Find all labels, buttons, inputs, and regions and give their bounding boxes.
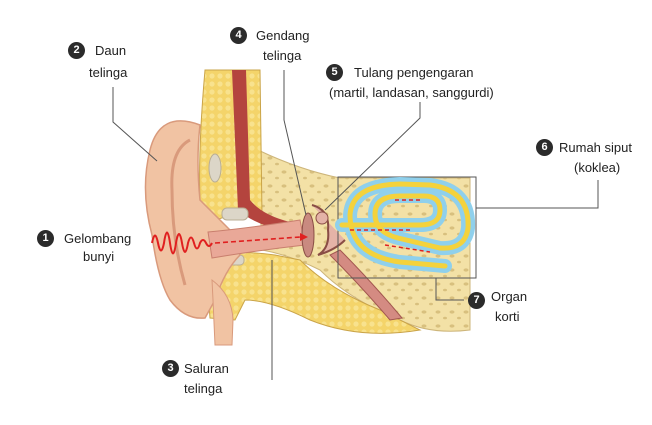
leader-lines xyxy=(112,70,599,380)
lower-tissue xyxy=(204,252,422,334)
label-line1: Gelombang xyxy=(64,231,132,246)
number-badge: 4 xyxy=(230,27,247,44)
label-line1: Daun xyxy=(95,43,127,58)
pinna-fold xyxy=(170,138,191,286)
bone-chip xyxy=(208,153,222,183)
arrow-head xyxy=(300,233,308,241)
bone-chip xyxy=(221,207,249,221)
cochlea-membrane xyxy=(339,181,471,269)
label-line2: telinga xyxy=(89,65,128,80)
number-badge: 6 xyxy=(536,139,553,156)
label-line1: Saluran xyxy=(184,361,229,376)
number-badge: 2 xyxy=(68,42,85,59)
number-badge: 5 xyxy=(326,64,343,81)
label-line2: (martil, landasan, sanggurdi) xyxy=(329,85,494,100)
leader-line-tulang xyxy=(324,102,421,211)
leader-line-gendang xyxy=(283,70,307,216)
label-line2: telinga xyxy=(263,48,302,63)
label-line1: Organ xyxy=(491,289,528,304)
leader-line-organ xyxy=(435,278,464,301)
cochlea-flow-arrows xyxy=(350,199,431,253)
number-badge: 3 xyxy=(162,360,179,377)
label-line1: Tulang pengengaran xyxy=(354,65,474,80)
neck-skin xyxy=(211,278,234,346)
label-line2: bunyi xyxy=(83,249,115,264)
pinna xyxy=(144,120,241,319)
label-line1: Gendang xyxy=(256,28,310,43)
blood-vessel xyxy=(232,70,290,232)
eustachian-tube xyxy=(329,249,403,321)
upper-tissue xyxy=(199,69,263,221)
label-line2: telinga xyxy=(184,381,223,396)
sound-wave xyxy=(151,231,213,255)
label-line1: Rumah siput xyxy=(559,140,632,155)
label-line2: (koklea) xyxy=(574,160,621,175)
label-line2: korti xyxy=(495,309,520,324)
number-badge: 7 xyxy=(468,292,485,309)
leader-line-daun xyxy=(112,87,158,162)
number-badge: 1 xyxy=(37,230,54,247)
ossicle-stapes xyxy=(315,211,329,225)
leader-line-koklea xyxy=(476,180,599,209)
sound-path-arrow xyxy=(214,236,301,244)
